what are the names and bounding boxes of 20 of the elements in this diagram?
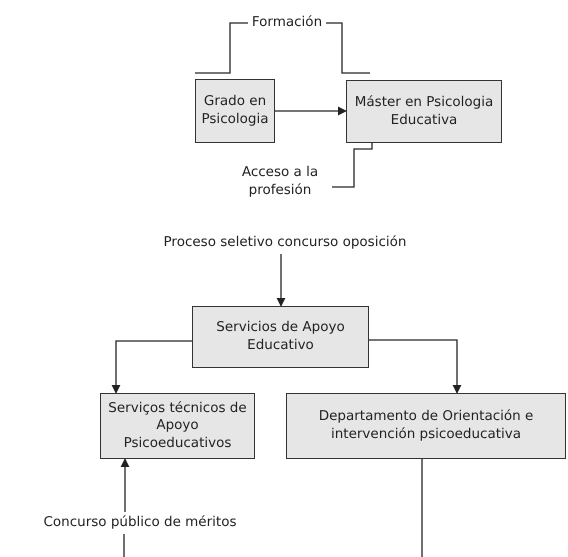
process-box [192,306,369,368]
arrow [369,339,462,394]
box-label: Serviços técnicos de Apoyo Psicoeducativos [107,400,248,452]
arrow [275,106,347,116]
arrow [276,254,286,307]
box-label: Departamento de Orientación e intervención psicoeducativa [318,408,534,444]
connector-line [195,22,248,74]
process-box [195,79,275,143]
process-box [286,393,566,459]
box-label: Grado en Psicologia [200,93,270,129]
arrow [112,340,192,394]
connector-line [421,459,423,557]
connector-line [332,143,373,188]
process-box [100,393,255,459]
arrow [120,458,130,512]
connector-line [123,534,125,557]
box-label: Servicios de Apoyo Educativo [215,319,346,355]
connector-line [326,22,370,74]
box-label: Máster en Psicologia Educativa [354,94,494,130]
process-box [346,80,502,143]
